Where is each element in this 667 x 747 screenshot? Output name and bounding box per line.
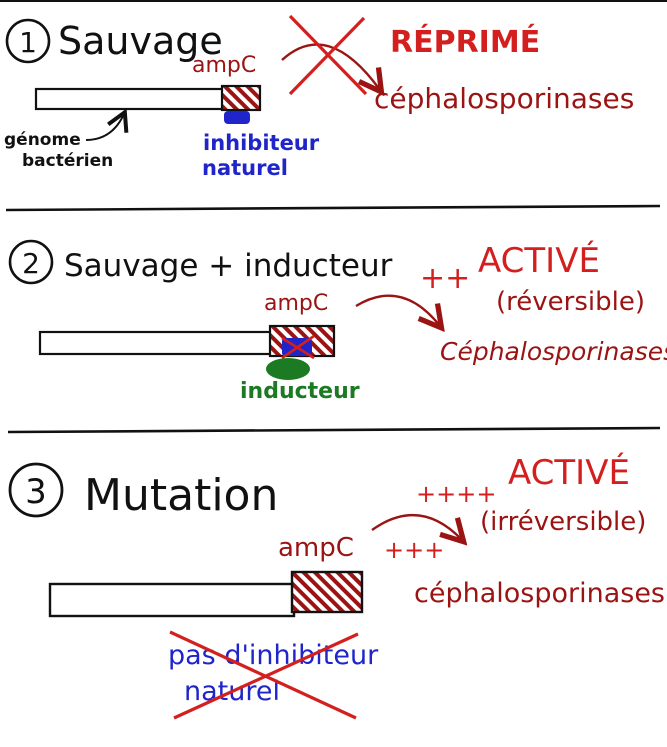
section-3-status: ACTIVÉ xyxy=(508,452,630,493)
section-1-genome-arrow xyxy=(85,114,124,141)
divider-1 xyxy=(5,204,661,212)
section-2-product: Céphalosporinases xyxy=(440,337,667,366)
section-2-inducer-label: inducteur xyxy=(240,379,360,404)
section-2: 2 Sauvage + inducteur ampC inducteur ++ … xyxy=(8,239,667,404)
section-2-title: Sauvage + inducteur xyxy=(64,248,393,284)
section-3-number: 3 xyxy=(25,472,47,512)
section-1-genome-bar xyxy=(34,87,226,111)
section-1-status: RÉPRIMÉ xyxy=(390,24,540,60)
section-1-genome-label-line1: génome xyxy=(4,130,81,150)
section-3-intensity-top: ++++ xyxy=(416,480,496,508)
section-1-ampc-gene-box xyxy=(220,84,262,112)
section-1-genome-label-line2: bactérien xyxy=(22,151,113,171)
section-3-status-note: (irréversible) xyxy=(480,507,646,537)
section-1: 1 Sauvage ampC génome bactérien inhibite… xyxy=(4,14,634,180)
section-1-title: Sauvage xyxy=(58,19,223,63)
section-2-inducer-blob xyxy=(266,358,310,380)
section-1-cross-line-b xyxy=(288,16,366,96)
section-2-gene-label: ampC xyxy=(264,291,328,316)
section-2-status-note: (réversible) xyxy=(496,287,645,317)
section-3-gene-label: ampC xyxy=(278,533,354,563)
section-3-product: céphalosporinases xyxy=(414,578,665,609)
section-2-inhibitor-cross-b xyxy=(281,334,315,360)
section-3-ampc-gene-box xyxy=(290,570,364,614)
section-1-product: céphalosporinases xyxy=(374,82,634,115)
section-3-no-inhibitor-line1: pas d'inhibiteur xyxy=(168,640,379,671)
divider-2 xyxy=(7,426,661,434)
section-2-expression-arrow xyxy=(355,294,440,326)
section-1-gene-label: ampC xyxy=(192,53,256,78)
section-1-inhibitor-line2: naturel xyxy=(202,156,288,180)
section-3-genome-bar xyxy=(48,582,296,618)
section-1-inhibitor-line1: inhibiteur xyxy=(203,131,320,155)
section-3-intensity-bottom: +++ xyxy=(384,536,444,564)
section-2-status: ACTIVÉ xyxy=(478,240,600,281)
section-3-expression-arrow xyxy=(371,514,462,540)
section-2-intensity: ++ xyxy=(420,261,470,296)
section-2-genome-bar xyxy=(38,330,274,356)
section-3-title: Mutation xyxy=(84,470,278,521)
section-3-cross-line-a xyxy=(169,630,357,720)
section-3: 3 Mutation ampC ++++ +++ ACTIVÉ (irréver… xyxy=(8,452,665,720)
section-1-inhibitor-blob xyxy=(224,111,250,124)
section-1-number: 1 xyxy=(19,26,37,59)
section-3-cross-line-b xyxy=(173,632,359,720)
section-1-number-circle xyxy=(5,18,51,64)
section-3-number-circle xyxy=(8,462,64,518)
section-2-number-circle xyxy=(8,239,54,285)
section-1-expression-arrow xyxy=(281,43,380,90)
section-2-number: 2 xyxy=(22,247,40,280)
